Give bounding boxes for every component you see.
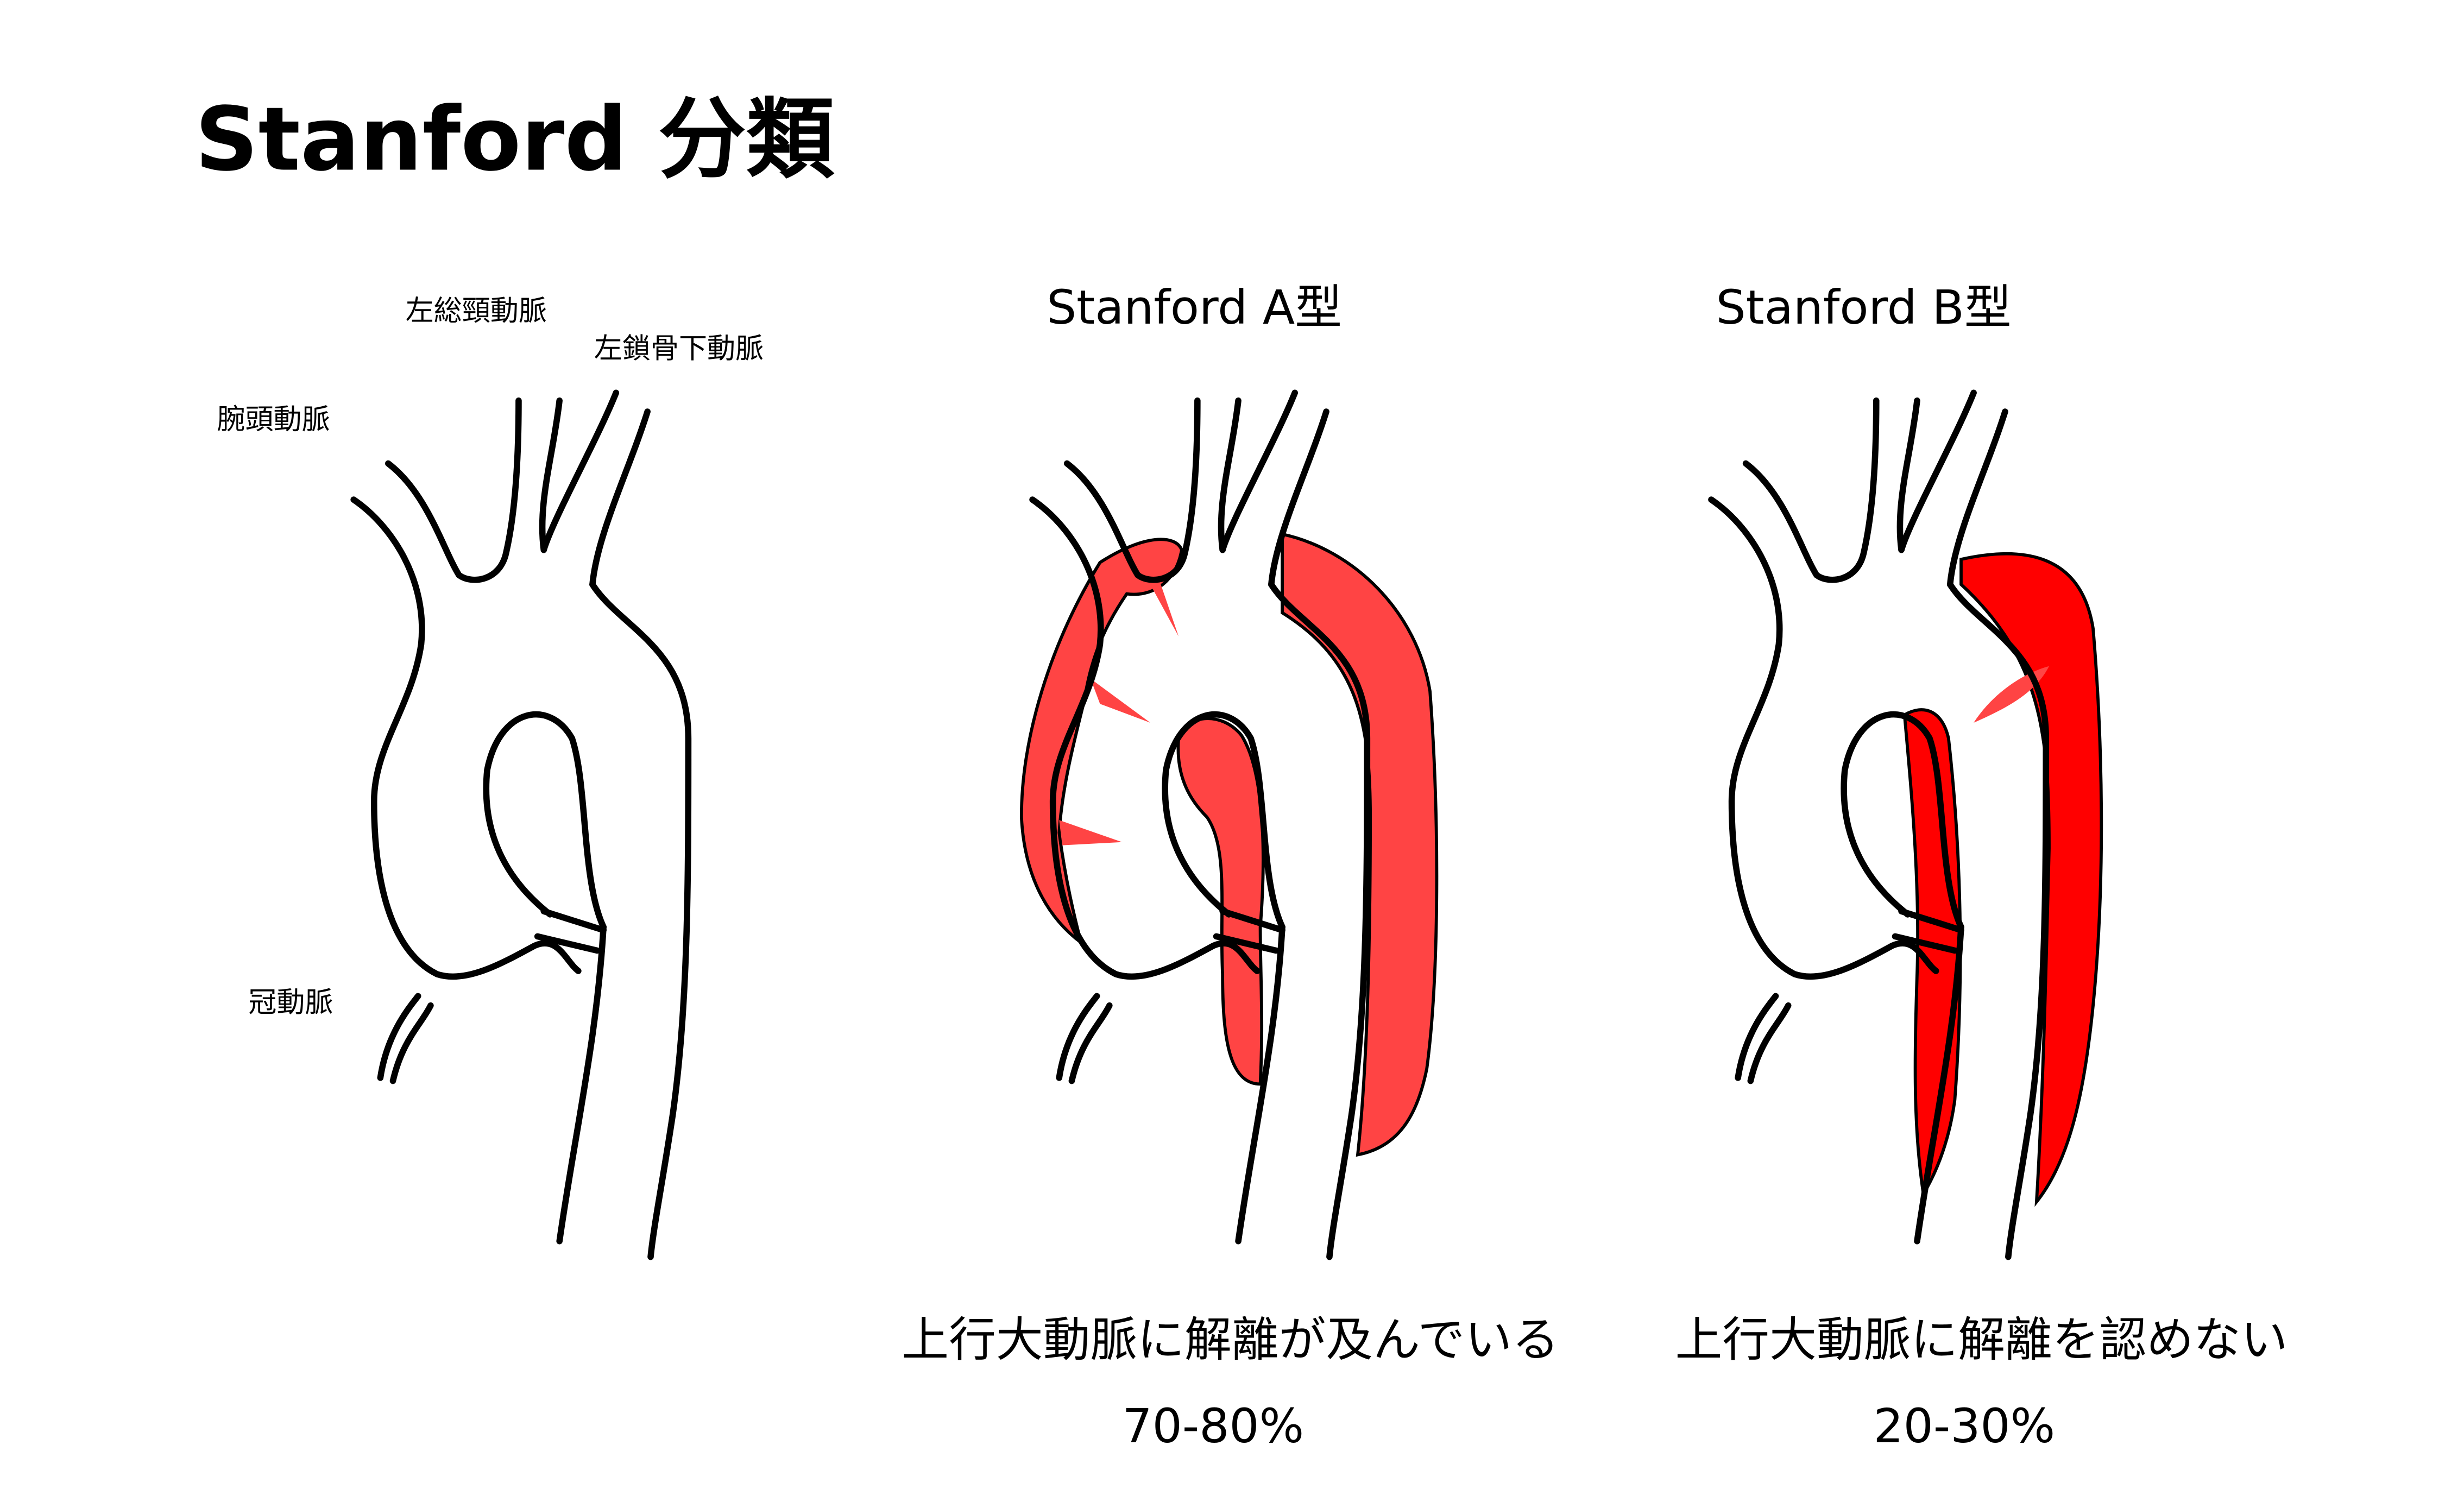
type-a-heading: Stanford A型 <box>1047 280 1342 335</box>
type-a-tear-1 <box>1150 581 1179 636</box>
type-a-tear-3 <box>1059 820 1122 845</box>
type-b-aorta-outline <box>1711 393 2046 1257</box>
type-b-description: 上行大動脈に解離を認めない <box>1675 1312 2288 1367</box>
normal-aorta-panel: 左総頸動脈 左鎖骨下動脈 腕頭動脈 冠動脈 <box>217 295 764 1257</box>
type-a-aorta-outline <box>1032 393 1367 1257</box>
label-brachiocephalic: 腕頭動脈 <box>217 403 330 436</box>
type-a-ascending-dissection <box>1019 538 1183 947</box>
stanford-b-panel: Stanford B型 上行大動脈に解離を認めない 20-30% <box>1675 280 2288 1454</box>
page-title: Stanford 分類 <box>195 89 835 191</box>
type-a-inner-arch-dissection <box>1176 717 1265 1086</box>
type-b-tear <box>1974 666 2050 723</box>
label-left-common-carotid: 左総頸動脈 <box>406 295 547 327</box>
type-b-percentage: 20-30% <box>1873 1399 2055 1454</box>
label-left-subclavian: 左鎖骨下動脈 <box>594 333 764 365</box>
type-a-tear-2 <box>1091 678 1151 723</box>
label-coronary: 冠動脈 <box>248 986 333 1019</box>
stanford-a-panel: Stanford A型 上行大動脈に解離が及んでいる 70-80% <box>902 280 1559 1454</box>
type-a-percentage: 70-80% <box>1122 1399 1304 1454</box>
normal-aorta-outline <box>354 393 688 1257</box>
type-a-description: 上行大動脈に解離が及んでいる <box>902 1312 1559 1367</box>
type-b-heading: Stanford B型 <box>1716 280 2012 335</box>
